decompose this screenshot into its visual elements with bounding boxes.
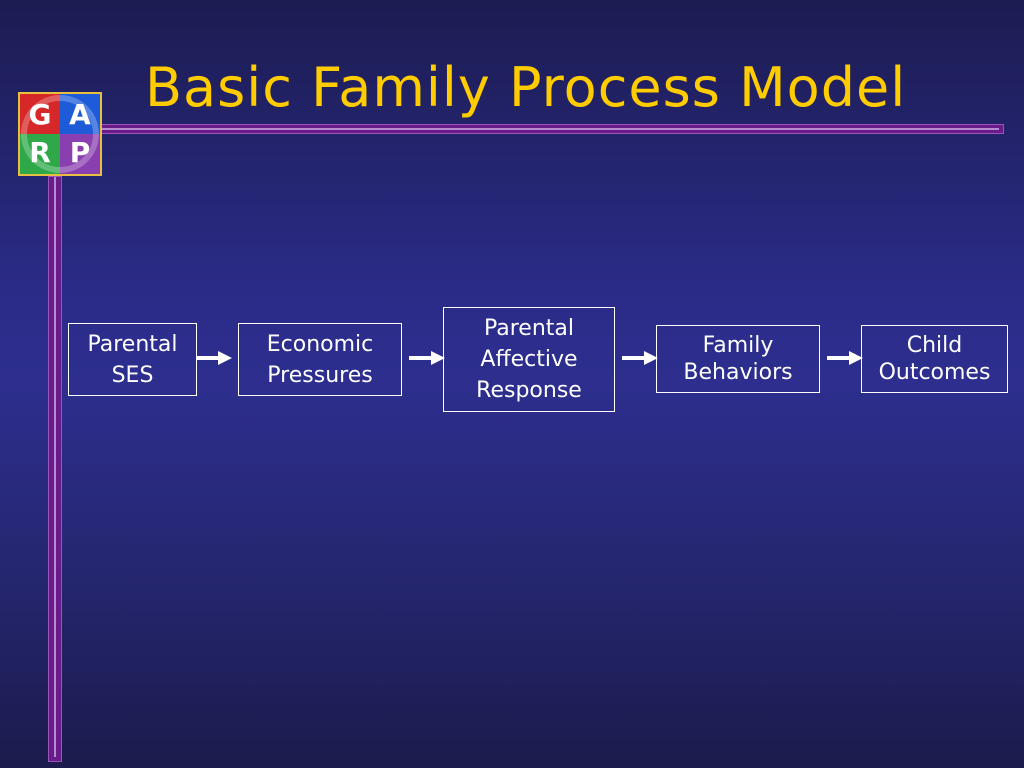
- logo-letter-p: P: [70, 136, 91, 169]
- logo-quadrant-blue: [60, 94, 100, 134]
- garp-logo: G A R P: [18, 92, 102, 176]
- node-label: Family Behaviors: [683, 333, 793, 385]
- arrow-right-icon: [196, 351, 232, 365]
- arrow-right-icon: [409, 351, 445, 365]
- logo-letter-a: A: [69, 98, 91, 131]
- logo-quadrant-red: [20, 94, 60, 134]
- node-parental-affective-response: Parental Affective Response: [443, 307, 615, 412]
- logo-letter-g: G: [29, 98, 52, 131]
- logo-quadrant-green: [20, 134, 60, 174]
- logo-letter-r: R: [29, 136, 51, 169]
- node-label: Child Outcomes: [878, 333, 991, 385]
- vertical-accent-rule: [48, 176, 62, 762]
- node-economic-pressures: Economic Pressures: [238, 323, 402, 396]
- arrow-right-icon: [622, 351, 658, 365]
- horizontal-accent-rule: [100, 124, 1004, 134]
- node-family-behaviors: Family Behaviors: [656, 325, 820, 393]
- node-parental-ses: Parental SES: [68, 323, 197, 396]
- logo-quadrant-purple: [60, 134, 100, 174]
- arrow-right-icon: [827, 351, 863, 365]
- node-label: Parental Affective Response: [476, 316, 582, 403]
- node-child-outcomes: Child Outcomes: [861, 325, 1008, 393]
- node-label: Parental SES: [87, 331, 178, 388]
- slide-title: Basic Family Process Model: [145, 56, 907, 119]
- node-label: Economic Pressures: [266, 331, 374, 388]
